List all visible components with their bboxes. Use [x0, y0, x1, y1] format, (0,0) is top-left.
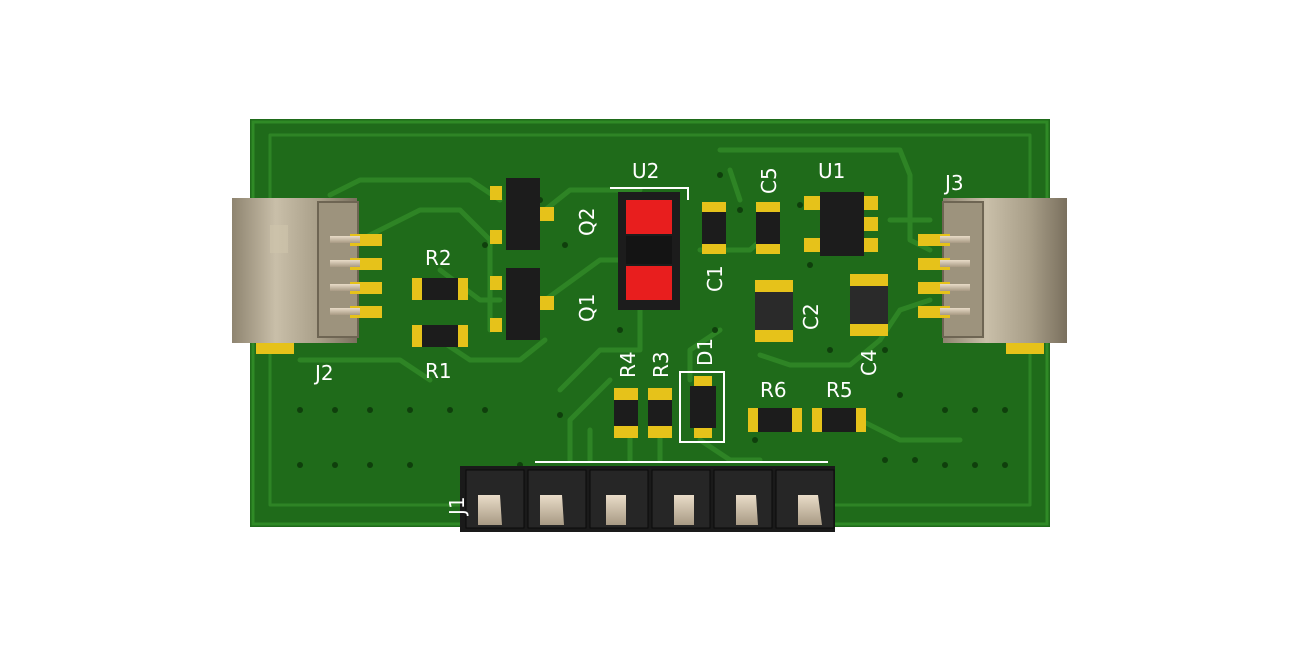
- r2-resistor: [412, 278, 468, 300]
- label-c5: C5: [757, 167, 781, 194]
- d1-diode: [679, 371, 725, 443]
- q1-transistor: [490, 268, 554, 340]
- label-r2: R2: [425, 246, 452, 270]
- label-q2: Q2: [575, 208, 599, 236]
- j1-pin-header: [460, 461, 835, 532]
- j3-connector: [918, 198, 1067, 354]
- label-u1: U1: [818, 159, 845, 183]
- label-r1: R1: [425, 359, 452, 383]
- q2-transistor: [490, 178, 554, 250]
- j2-connector: [232, 198, 382, 354]
- c1-capacitor: [702, 202, 726, 254]
- r5-resistor: [812, 408, 866, 432]
- c2-capacitor: [755, 280, 793, 342]
- label-r4: R4: [616, 351, 640, 378]
- label-j2: J2: [313, 361, 334, 385]
- label-j1: J1: [445, 496, 469, 517]
- label-c1: C1: [703, 265, 727, 292]
- label-c4: C4: [857, 349, 881, 376]
- label-j3: J3: [943, 171, 964, 195]
- label-c2: C2: [799, 303, 823, 330]
- label-r6: R6: [760, 378, 787, 402]
- r4-resistor: [614, 388, 638, 438]
- label-q1: Q1: [575, 294, 599, 322]
- r1-resistor: [412, 325, 468, 347]
- label-d1: D1: [693, 338, 717, 366]
- label-r3: R3: [649, 351, 673, 378]
- r3-resistor: [648, 388, 672, 438]
- c4-capacitor: [850, 274, 888, 336]
- c5-capacitor: [756, 202, 780, 254]
- label-u2: U2: [632, 159, 659, 183]
- u1-regulator: [804, 192, 878, 256]
- label-r5: R5: [826, 378, 853, 402]
- r6-resistor: [748, 408, 802, 432]
- u2-led-array: [610, 187, 689, 310]
